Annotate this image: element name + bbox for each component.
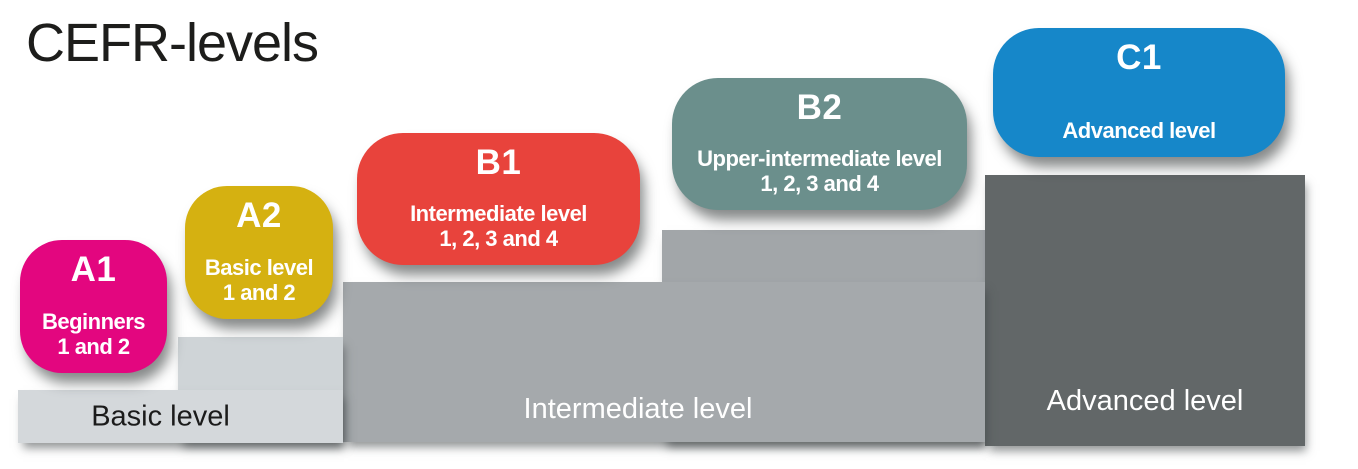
badge-c1: C1 Advanced level [993,28,1285,157]
step-label-basic: Basic level [91,400,230,432]
badge-a1-code: A1 [70,250,117,289]
badge-a1-line-1: Beginners [41,309,146,334]
badge-b1-line-1: Intermediate level [410,201,587,226]
page-title: CEFR-levels [26,13,319,73]
step-label-advanced: Advanced level [1046,385,1244,417]
step-basic: Basic level [18,390,343,443]
badge-a2-line-2: 1 and 2 [222,280,296,305]
badge-a2-code: A2 [236,196,282,235]
badge-b2: B2 Upper-intermediate level 1, 2, 3 and … [672,78,967,210]
badge-a1-line-2: 1 and 2 [57,334,130,359]
badge-b2-code: B2 [796,88,843,127]
step-label-intermediate: Intermediate level [523,393,753,425]
badge-b1-subtitle: Intermediate level 1, 2, 3 and 4 [357,201,640,251]
badge-a1-subtitle: Beginners 1 and 2 [20,309,167,359]
badge-a2-line-1: Basic level [204,255,314,280]
badge-b2-line-2: 1, 2, 3 and 4 [760,171,879,196]
badge-a2: A2 Basic level 1 and 2 [185,186,333,319]
badge-a2-subtitle: Basic level 1 and 2 [185,255,333,305]
step-intermediate: Intermediate level [343,282,985,442]
badge-b2-line-1: Upper-intermediate level [697,146,942,171]
badge-c1-subtitle: Advanced level [993,118,1285,143]
badge-b2-subtitle: Upper-intermediate level 1, 2, 3 and 4 [672,146,967,196]
step-advanced: Advanced level [985,175,1305,446]
badge-b1: B1 Intermediate level 1, 2, 3 and 4 [357,133,640,265]
badge-c1-line-1: Advanced level [1062,118,1216,143]
badge-b1-code: B1 [475,143,522,182]
badge-a1: A1 Beginners 1 and 2 [20,240,167,373]
badge-b1-line-2: 1, 2, 3 and 4 [439,226,558,251]
badge-c1-code: C1 [1116,38,1162,77]
